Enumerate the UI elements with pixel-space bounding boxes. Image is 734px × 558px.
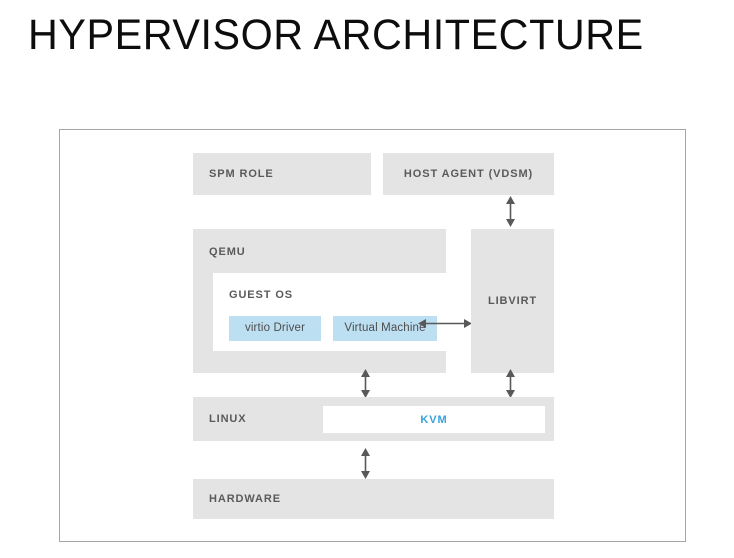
- connector-qemu-to-linux-icon: [359, 369, 372, 398]
- block-guest-os: GUEST OS virtio Driver Virtual Machine: [213, 273, 446, 351]
- block-spm-role-label: SPM ROLE: [209, 168, 274, 180]
- architecture-diagram: SPM ROLE HOST AGENT (VDSM) QEMU GUEST OS…: [59, 129, 686, 542]
- block-host-agent-label: HOST AGENT (VDSM): [403, 168, 534, 180]
- block-virtio-driver: virtio Driver: [229, 316, 321, 341]
- block-kvm: KVM: [323, 406, 545, 433]
- block-libvirt-label: LIBVIRT: [487, 295, 538, 307]
- page-title: HYPERVISOR ARCHITECTURE: [28, 11, 644, 59]
- block-qemu: QEMU GUEST OS virtio Driver Virtual Mach…: [193, 229, 446, 373]
- block-host-agent: HOST AGENT (VDSM): [383, 153, 554, 195]
- connector-virtual-machine-to-libvirt-icon: [418, 317, 472, 330]
- block-hardware: HARDWARE: [193, 479, 554, 519]
- block-hardware-label: HARDWARE: [209, 493, 281, 505]
- block-kvm-label: KVM: [420, 414, 448, 426]
- block-guest-os-label: GUEST OS: [229, 289, 294, 301]
- block-qemu-label: QEMU: [209, 246, 246, 258]
- connector-host-agent-to-libvirt-icon: [504, 196, 517, 227]
- block-virtual-machine: Virtual Machine: [333, 316, 437, 341]
- block-linux: LINUX KVM: [193, 397, 554, 441]
- block-linux-label: LINUX: [209, 413, 247, 425]
- block-virtio-driver-label: virtio Driver: [244, 322, 306, 334]
- connector-linux-to-hardware-icon: [359, 448, 372, 479]
- block-libvirt: LIBVIRT: [471, 229, 554, 373]
- connector-libvirt-to-linux-icon: [504, 369, 517, 398]
- block-virtual-machine-label: Virtual Machine: [344, 322, 426, 334]
- block-spm-role: SPM ROLE: [193, 153, 371, 195]
